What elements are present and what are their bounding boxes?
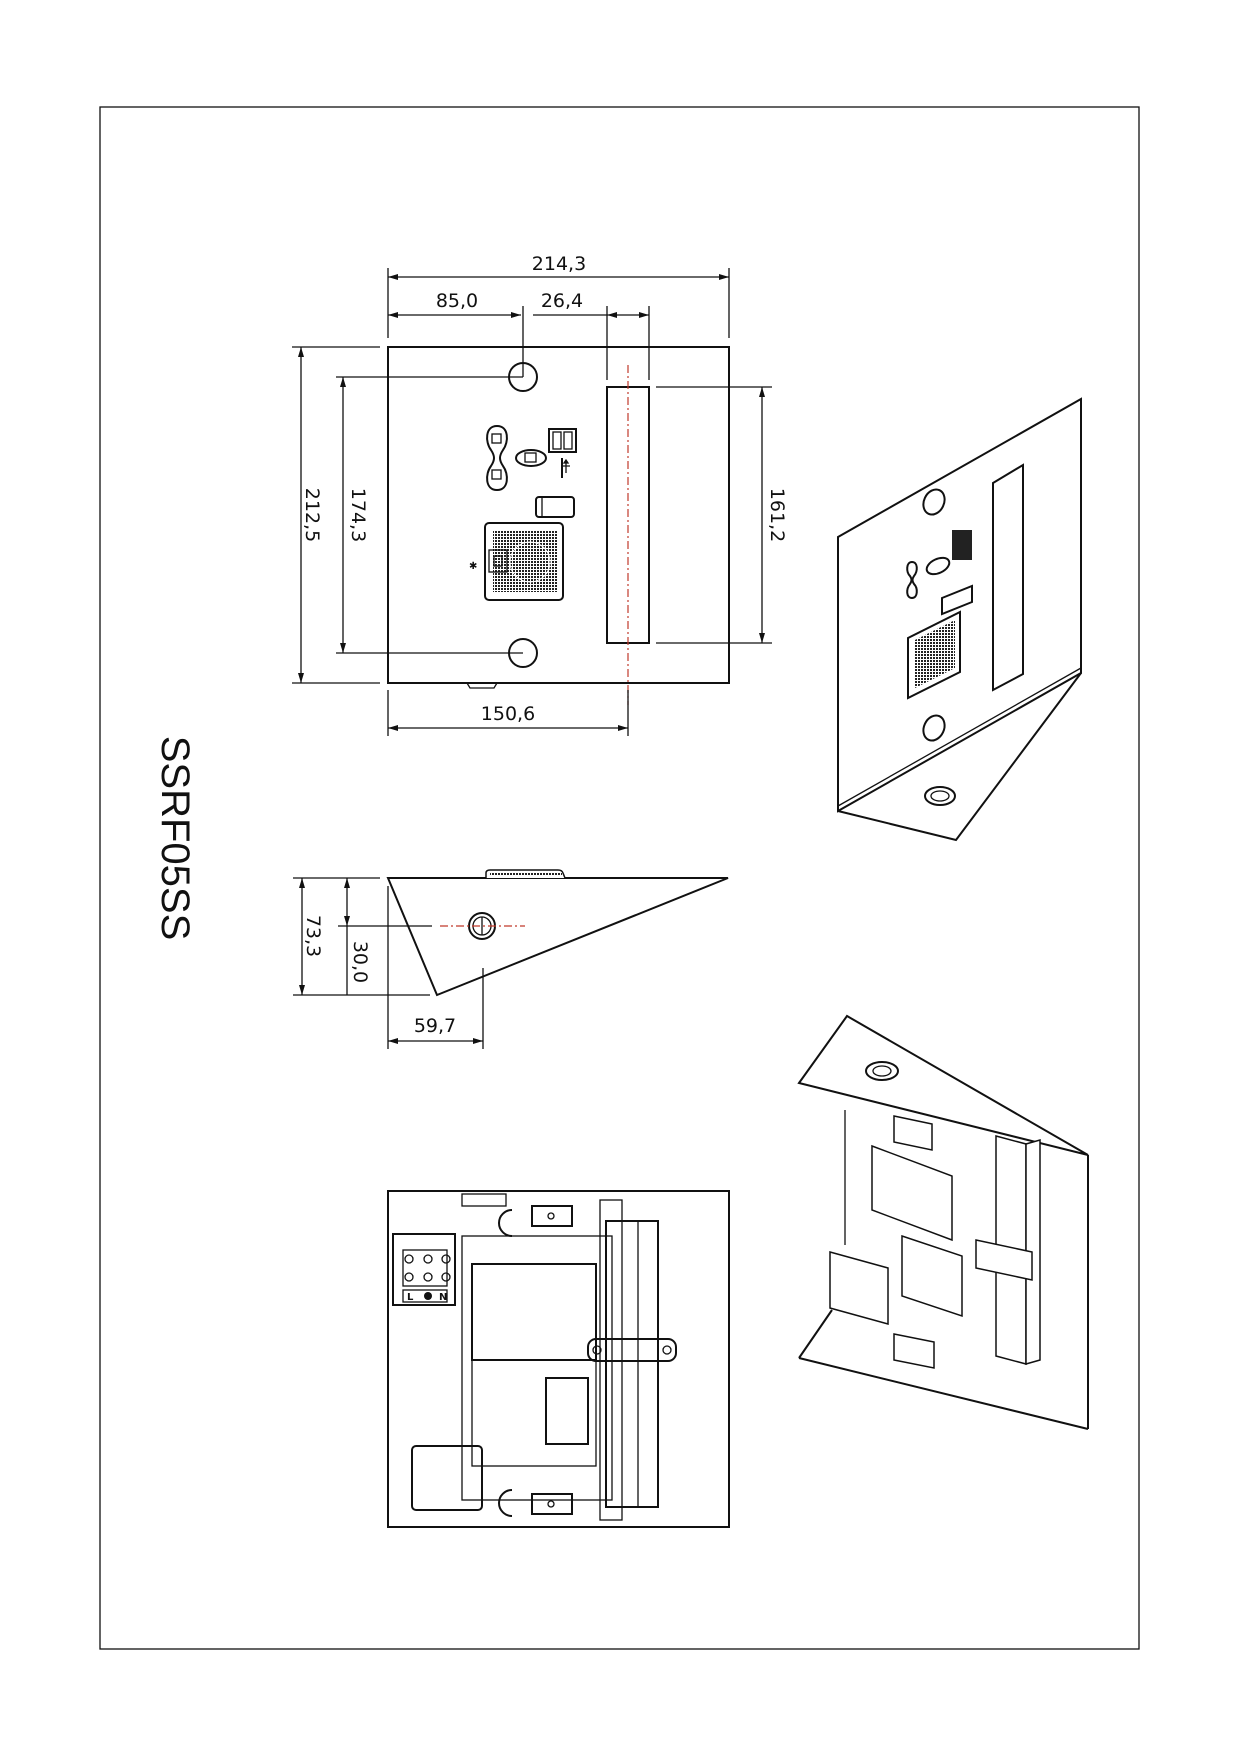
dim-bottom-offset: 59,7 (387, 886, 484, 1049)
rear-view: L N (387, 1190, 730, 1528)
dim-overall-height: 212,5 (292, 346, 380, 684)
svg-text:150,6: 150,6 (481, 703, 535, 725)
dim-screw-offset: 30,0 (338, 878, 432, 995)
front-view: ✱ 214,3 85,0 26,4 212,5 (292, 253, 788, 736)
faceplate (387, 346, 730, 684)
rocker-switch (535, 496, 575, 518)
side-view: 73,3 30,0 59,7 (293, 869, 729, 1049)
usb-port-icon (548, 428, 577, 478)
dim-slot-offset: 150,6 (387, 690, 629, 736)
dim-hole-spacing: 174,3 (336, 376, 523, 654)
drawing-title: SSRF05SS (153, 736, 197, 941)
svg-text:✱: ✱ (469, 561, 477, 572)
svg-text:59,7: 59,7 (414, 1015, 456, 1037)
svg-text:174,3: 174,3 (347, 488, 369, 542)
svg-text:L: L (407, 1292, 414, 1303)
dim-overall-width: 214,3 (387, 253, 730, 338)
dim-slot-height: 161,2 (656, 386, 788, 644)
svg-text:85,0: 85,0 (436, 290, 478, 312)
svg-text:73,3: 73,3 (302, 915, 324, 957)
socket-outlet-icon (486, 424, 547, 492)
svg-text:214,3: 214,3 (532, 253, 586, 275)
dim-slot-width: 26,4 (533, 290, 650, 380)
dim-hole-offset: 85,0 (388, 290, 524, 377)
svg-text:26,4: 26,4 (541, 290, 583, 312)
isometric-front-view (837, 397, 1082, 842)
svg-text:212,5: 212,5 (301, 488, 323, 542)
dim-depth-height: 73,3 (293, 877, 430, 996)
speaker-grill: ✱ (469, 522, 564, 601)
drawing-frame (99, 106, 1140, 1650)
terminal-block: L N (392, 1233, 456, 1306)
svg-text:N: N (439, 1292, 447, 1303)
svg-text:161,2: 161,2 (766, 488, 788, 542)
svg-text:30,0: 30,0 (349, 941, 371, 983)
isometric-rear-view (797, 1014, 1089, 1430)
